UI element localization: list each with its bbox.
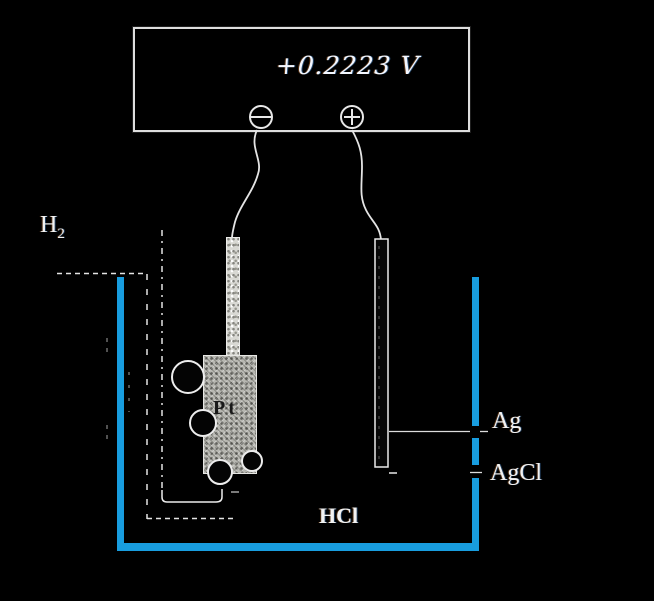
beaker	[117, 277, 479, 551]
pt-label: Pt	[213, 397, 238, 419]
beaker-wall-gap-agcl-pointer	[470, 465, 479, 478]
voltmeter-box: +0.2223 V	[133, 27, 470, 132]
h2-gas-label: H2	[40, 212, 65, 242]
wire-left	[231, 129, 260, 239]
ag-label: Ag	[492, 408, 522, 434]
agcl-label: AgCl	[490, 460, 543, 486]
pt-electrode-stem	[226, 237, 240, 357]
beaker-wall-gap-ag-pointer	[470, 426, 479, 438]
pt-electrode-block: Pt	[203, 355, 257, 474]
wire-right	[351, 129, 382, 241]
voltmeter-reading: +0.2223 V	[274, 51, 421, 80]
hcl-solution-label: HCl	[319, 503, 359, 528]
